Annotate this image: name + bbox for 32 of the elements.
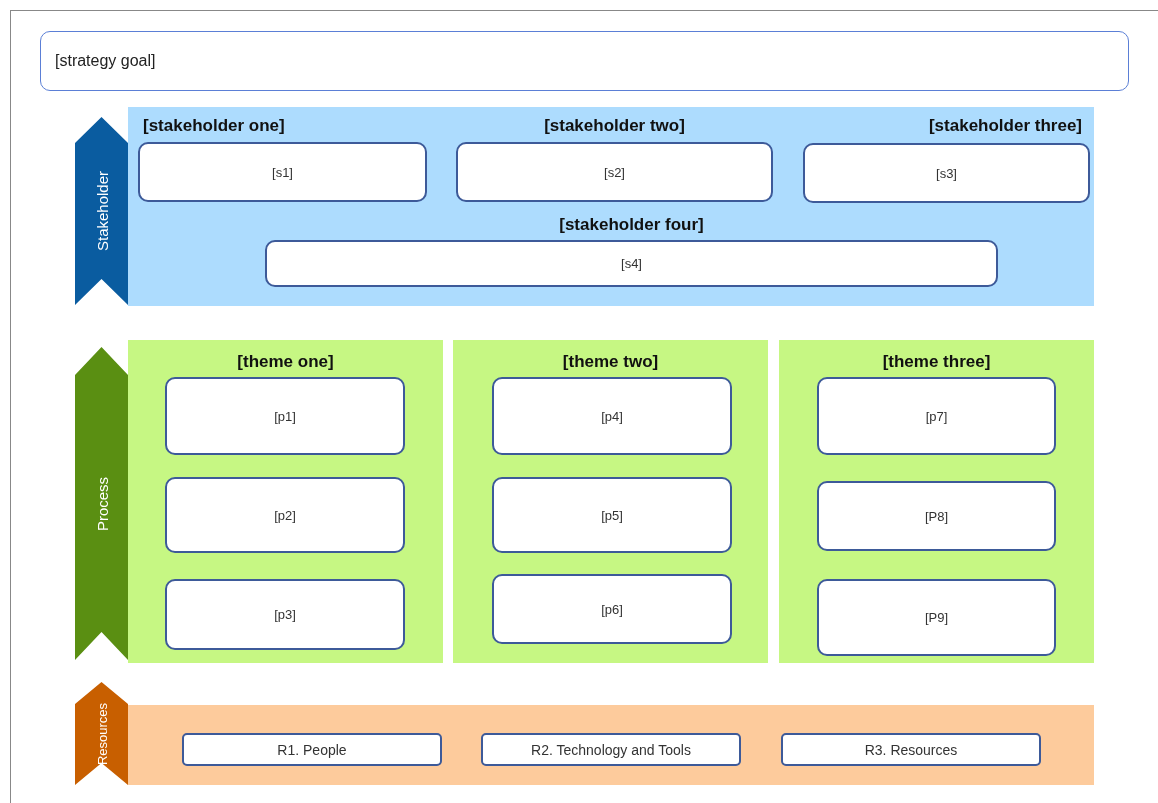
text-box: [p1]	[165, 377, 405, 455]
stakeholder-heading: [stakeholder four]	[559, 215, 704, 235]
theme-heading: [theme three]	[882, 352, 991, 372]
section-label: Stakeholder	[93, 170, 110, 252]
theme-heading: [theme two]	[562, 352, 659, 372]
text-box: R1. People	[182, 733, 442, 766]
text-box: [P8]	[817, 481, 1056, 551]
theme-panel	[453, 340, 768, 663]
section-band	[128, 107, 1094, 306]
stakeholder-heading: [stakeholder two]	[544, 116, 685, 136]
stakeholder-heading: [stakeholder three]	[928, 116, 1082, 136]
text-box: [p5]	[492, 477, 732, 553]
text-box: R3. Resources	[781, 733, 1041, 766]
text-box: [p3]	[165, 579, 405, 650]
text-box: [P9]	[817, 579, 1056, 656]
theme-heading: [theme one]	[237, 352, 334, 372]
text-box: [p2]	[165, 477, 405, 553]
section-label: Process	[93, 476, 110, 531]
section-band	[128, 705, 1094, 785]
stakeholder-heading: [stakeholder one]	[143, 116, 285, 136]
section-label: Resources	[94, 702, 109, 765]
text-box: [p7]	[817, 377, 1056, 455]
text-box: [s4]	[265, 240, 998, 287]
text-box: [p6]	[492, 574, 732, 644]
theme-panel	[779, 340, 1094, 663]
text-box: [s3]	[803, 143, 1090, 203]
theme-panel	[128, 340, 443, 663]
goal-box: [strategy goal]	[40, 31, 1129, 91]
text-box: [p4]	[492, 377, 732, 455]
text-box: [s2]	[456, 142, 773, 202]
text-box: R2. Technology and Tools	[481, 733, 741, 766]
text-box: [s1]	[138, 142, 427, 202]
